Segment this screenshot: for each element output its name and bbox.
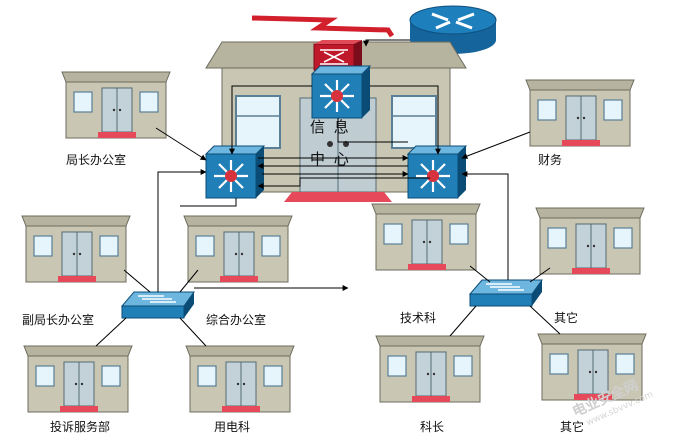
deputy-director-office-building xyxy=(21,215,131,283)
right-workgroup-switch-icon xyxy=(469,279,543,307)
tech-section-label: 技术科 xyxy=(400,311,437,325)
finance-label: 财务 xyxy=(538,153,563,167)
director-office-building xyxy=(61,71,171,139)
tech-section-building xyxy=(371,203,481,271)
general-office-building xyxy=(183,215,293,283)
other-building-1 xyxy=(535,207,645,275)
center-label-line2: 中 心 xyxy=(310,150,351,168)
lightning-wan-icon xyxy=(251,15,395,38)
other-label-2: 其它 xyxy=(560,420,585,434)
deputy-director-office-label: 副局长办公室 xyxy=(22,313,95,327)
power-section-label: 用电科 xyxy=(214,420,251,434)
power-section-building xyxy=(185,345,295,413)
finance-building xyxy=(525,79,635,147)
center-label-line1: 信 息 xyxy=(310,118,351,136)
other-label-1: 其它 xyxy=(554,311,579,325)
general-office-label: 综合办公室 xyxy=(206,313,267,327)
director-office-label: 局长办公室 xyxy=(66,153,127,167)
top-core-switch-icon xyxy=(310,64,372,120)
left-workgroup-switch-icon xyxy=(121,291,195,319)
complaint-dept-building xyxy=(23,345,133,413)
complaint-dept-label: 投诉服务部 xyxy=(50,420,111,434)
section-chief-label: 科长 xyxy=(420,420,445,434)
section-chief-building xyxy=(375,335,485,403)
network-links xyxy=(95,39,561,347)
left-core-switch-icon xyxy=(204,144,266,200)
right-core-switch-icon xyxy=(406,144,468,200)
